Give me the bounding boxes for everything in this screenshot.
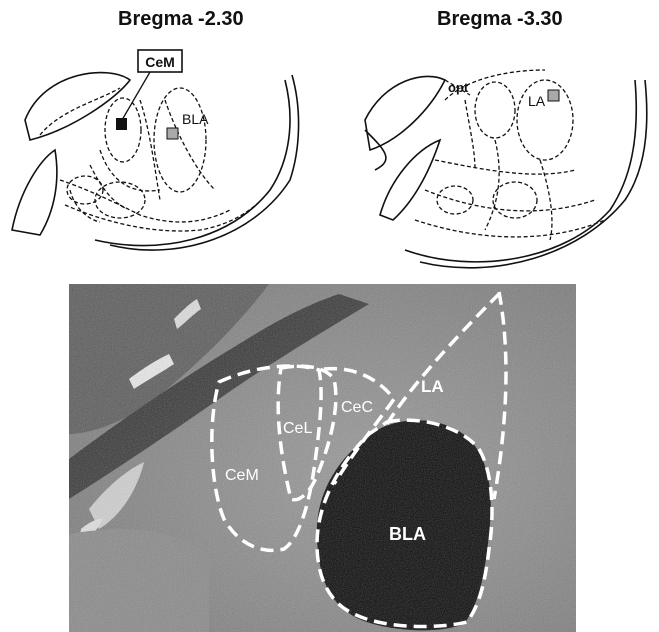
atlas-right-opt-label: opt — [448, 80, 469, 95]
atlas-right-diagram: opt LA — [345, 40, 659, 270]
la-marker-gray — [548, 90, 559, 101]
photo-bla-label: BLA — [389, 524, 426, 544]
atlas-left-cem-label: CeM — [145, 54, 175, 70]
injection-site-marker-gray — [167, 128, 178, 139]
atlas-right-title: Bregma -3.30 — [437, 8, 563, 31]
atlas-left-diagram: CeM BLA — [0, 40, 320, 270]
photo-cel-label: CeL — [283, 420, 312, 437]
histology-photo: CeM CeL CeC LA BLA — [69, 284, 576, 632]
photo-la-label: LA — [421, 377, 444, 396]
atlas-right-la-label: LA — [528, 93, 546, 109]
photo-cem-label: CeM — [225, 467, 259, 484]
photo-cec-label: CeC — [341, 399, 373, 416]
atlas-left-bla-label: BLA — [182, 111, 209, 127]
injection-site-marker-black — [116, 118, 127, 130]
atlas-left-title: Bregma -2.30 — [118, 8, 244, 31]
